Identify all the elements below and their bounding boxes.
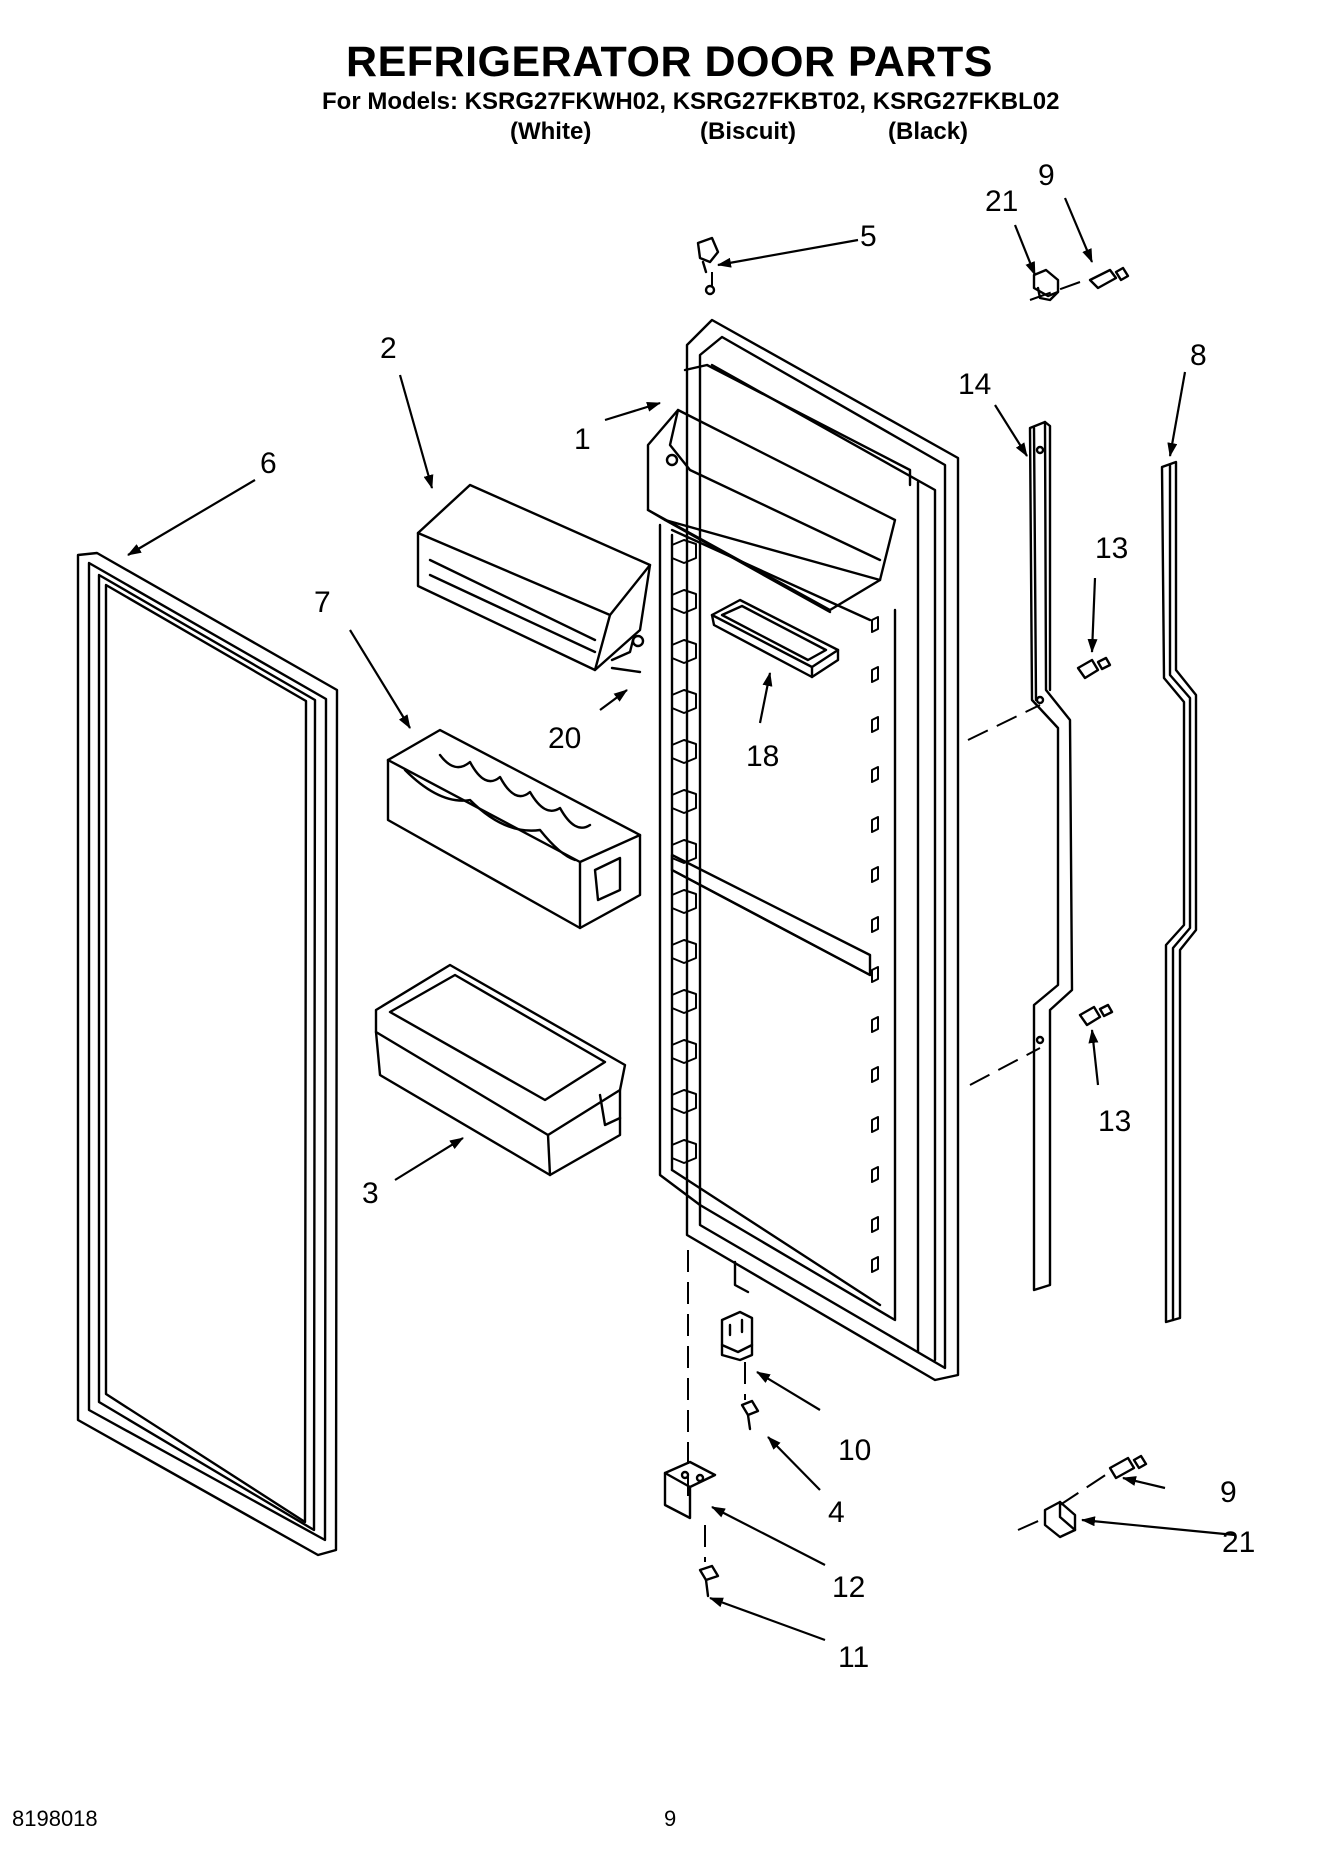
- callout-3: 3: [362, 1177, 379, 1210]
- hinge-screw-part: [740, 1399, 760, 1431]
- small-tray-part: [710, 598, 840, 679]
- bottom-hinge-part: [663, 1460, 717, 1520]
- model-list: For Models: KSRG27FKWH02, KSRG27FKBT02, …: [322, 88, 1060, 115]
- callout-11: 11: [838, 1641, 869, 1674]
- top-hinge-stop-part: [1032, 266, 1130, 302]
- alignment-lines: [687, 272, 1111, 1562]
- door-gasket-part: [76, 551, 339, 1557]
- handle-trim-part: [1028, 420, 1074, 1292]
- diagram-title: REFRIGERATOR DOOR PARTS: [346, 38, 993, 86]
- handle-screw-top-part: [1076, 656, 1112, 680]
- color-white-label: (White): [510, 118, 592, 145]
- callout-20: 20: [548, 722, 581, 755]
- callout-10: 10: [838, 1434, 871, 1467]
- callout-21-bottom: 21: [1222, 1526, 1255, 1559]
- door-bin-part: [374, 963, 627, 1177]
- callout-8: 8: [1190, 339, 1207, 372]
- leader-arrows: [127, 197, 1236, 1642]
- callout-6: 6: [260, 447, 277, 480]
- hinge-pin-part: [720, 1310, 754, 1362]
- callout-14: 14: [958, 368, 991, 401]
- color-biscuit-label: (Biscuit): [700, 118, 796, 145]
- callout-7: 7: [314, 586, 331, 619]
- page-number: 9: [664, 1806, 677, 1831]
- callout-labels: 1 2 3 4 5 6 7 8 9 9 10 11 12 13 13 14 18…: [260, 159, 1255, 1674]
- callout-13-top: 13: [1095, 532, 1128, 565]
- callout-12: 12: [832, 1571, 865, 1604]
- door-liner-part: [646, 284, 960, 1382]
- callout-1: 1: [574, 423, 591, 456]
- color-black-label: (Black): [888, 118, 969, 145]
- callout-18: 18: [746, 740, 779, 773]
- top-screw-part: [696, 236, 720, 274]
- callout-4: 4: [828, 1496, 845, 1529]
- callout-21-top: 21: [985, 185, 1018, 218]
- callout-9-bottom: 9: [1220, 1476, 1237, 1509]
- callout-5: 5: [860, 220, 877, 253]
- callout-13-bottom: 13: [1098, 1105, 1131, 1138]
- bottom-hinge-stop-part: [1043, 1454, 1148, 1539]
- dairy-door-part: [416, 483, 652, 674]
- shelf-bin-part: [386, 728, 642, 930]
- handle-screw-bottom-part: [1078, 1003, 1114, 1027]
- handle-strip-part: [1160, 460, 1198, 1324]
- document-number: 8198018: [12, 1806, 98, 1831]
- bottom-screw-part: [698, 1564, 720, 1598]
- callout-2: 2: [380, 332, 397, 365]
- callout-9-top: 9: [1038, 159, 1055, 192]
